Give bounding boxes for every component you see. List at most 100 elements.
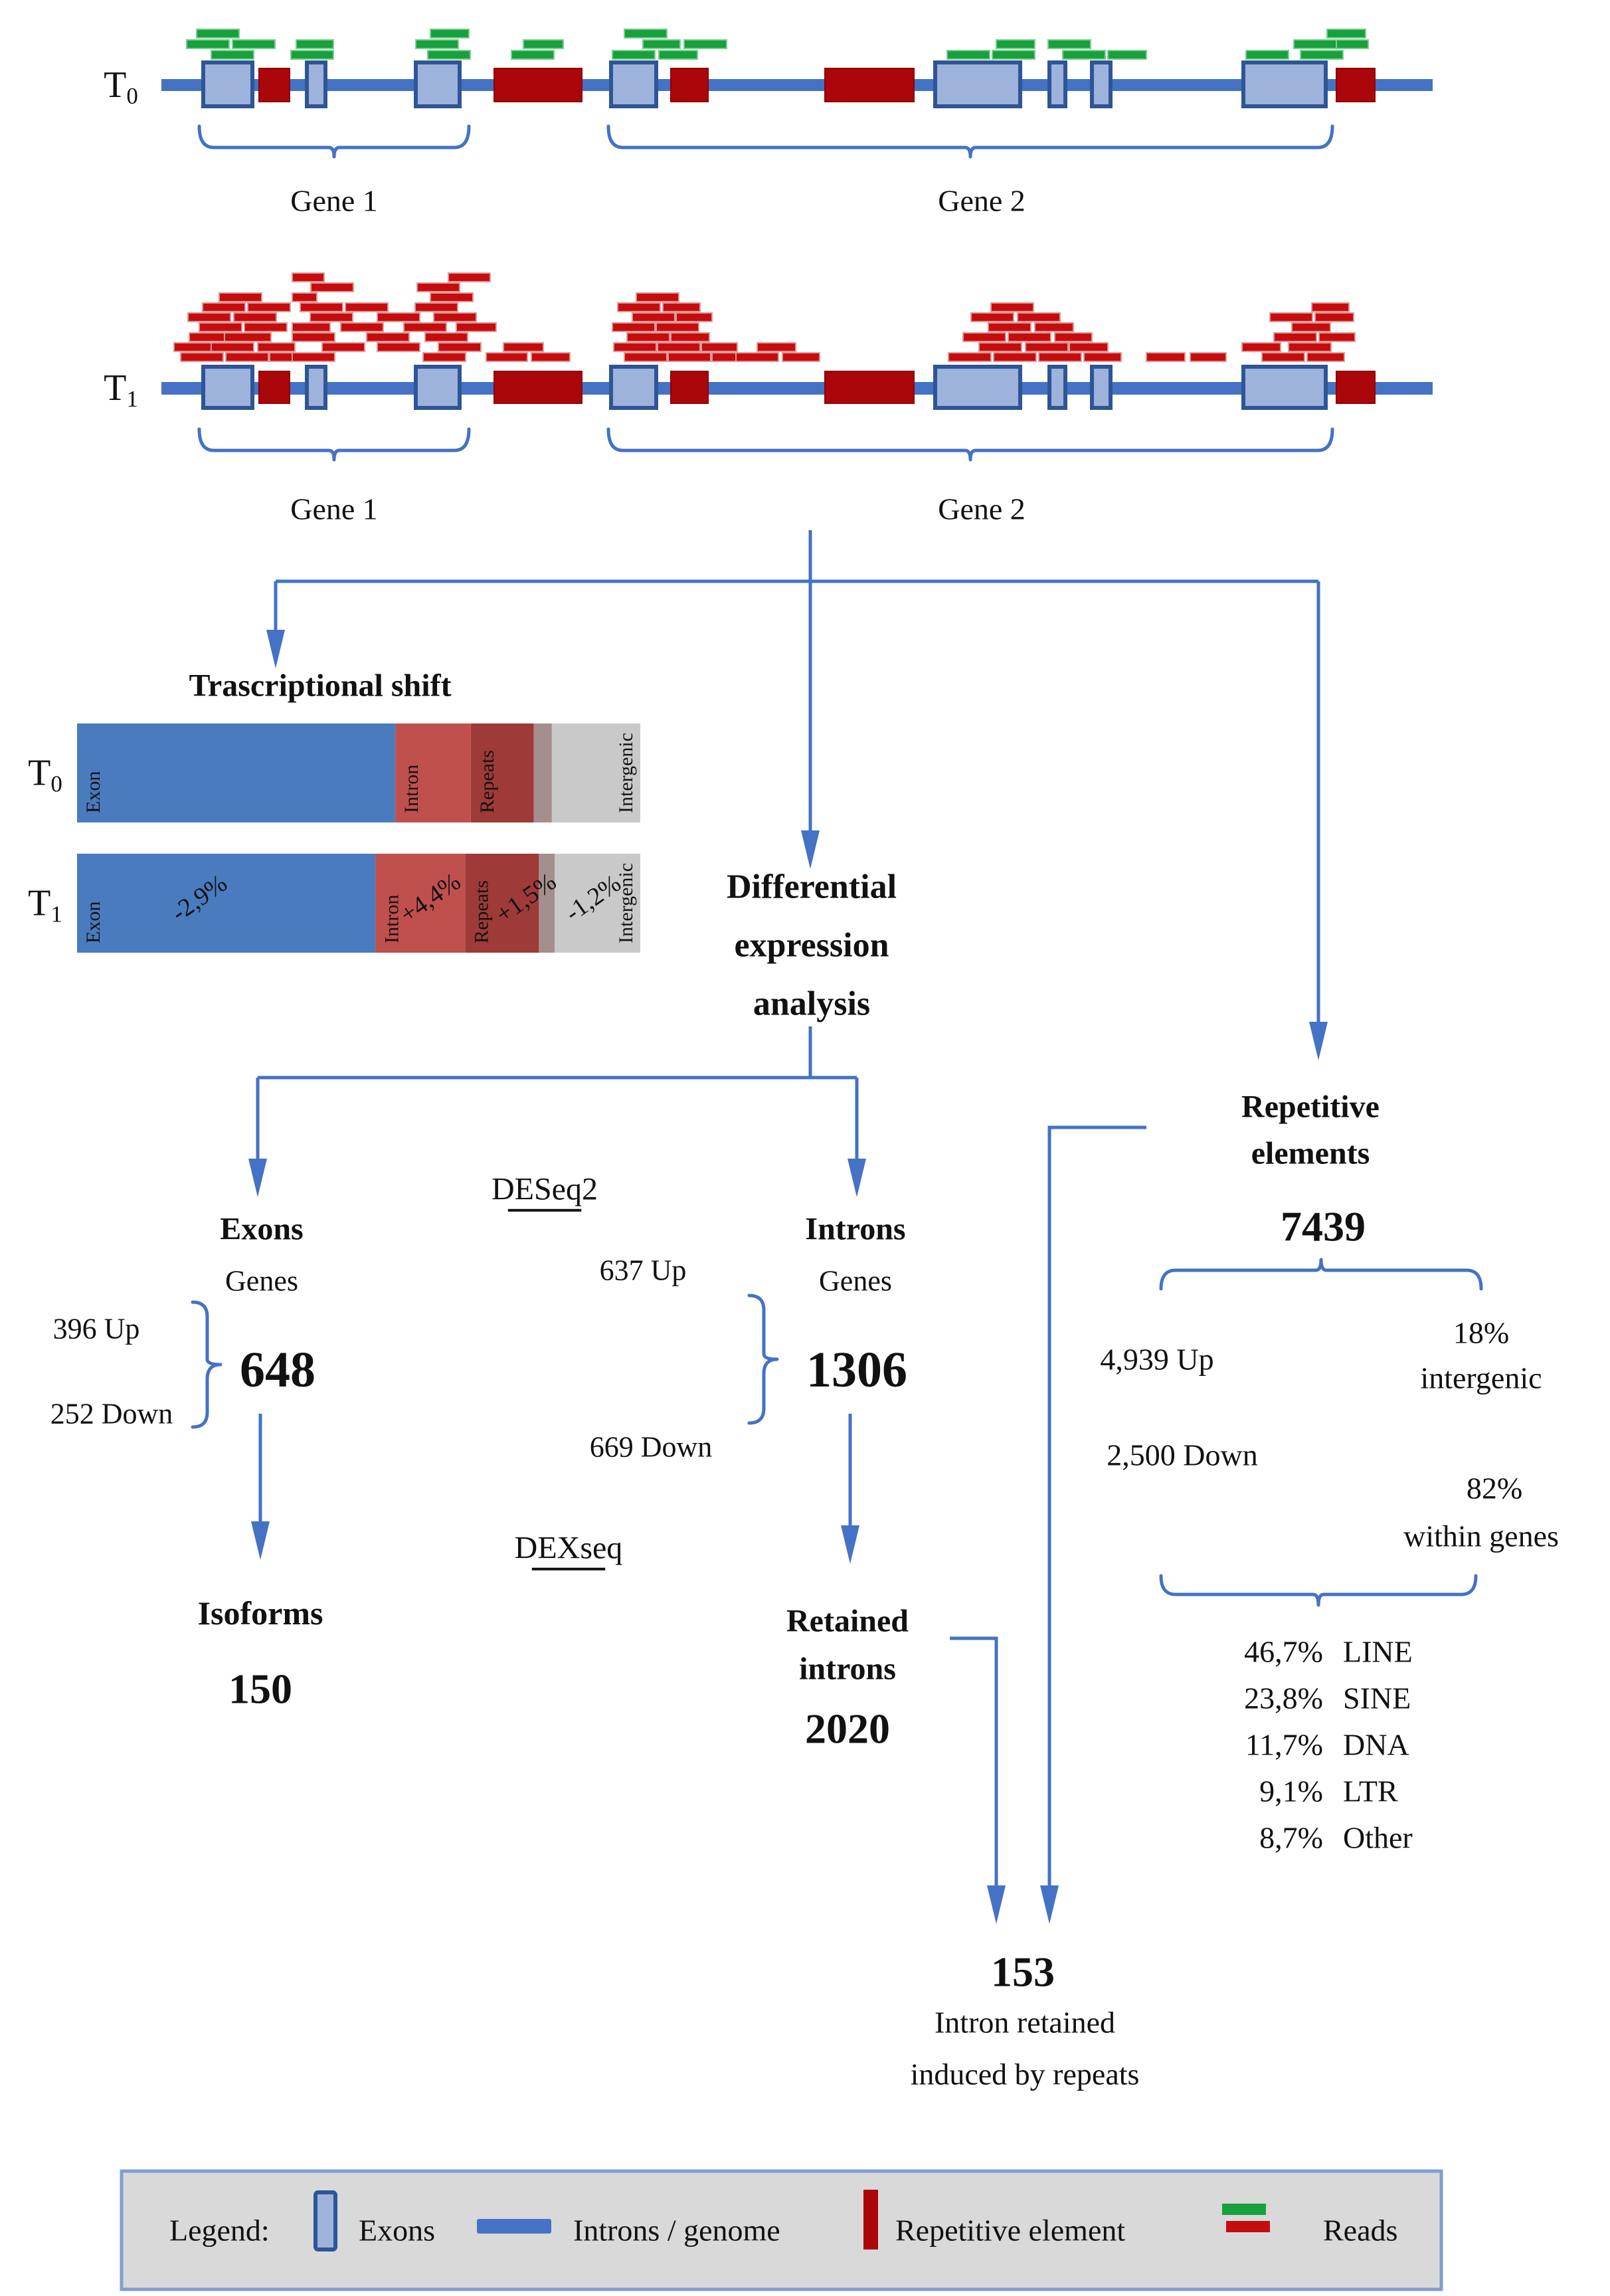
read (1336, 39, 1369, 49)
read (992, 50, 1035, 60)
pct-intergenic-2: intergenic (1420, 1361, 1542, 1395)
bar-segment (77, 854, 376, 953)
repeat-class-name: LINE (1343, 1635, 1413, 1669)
result-count: 153 (991, 1949, 1055, 1996)
read (624, 29, 668, 39)
read (735, 352, 779, 362)
dea-line-3: analysis (753, 985, 870, 1023)
exon (201, 60, 254, 108)
read (211, 342, 254, 352)
track-t1 (161, 272, 1433, 462)
read (310, 282, 354, 292)
flow-line (950, 1636, 998, 1885)
repetitive-element (258, 68, 290, 102)
read (1025, 342, 1069, 352)
arrowhead (987, 1885, 1006, 1924)
isoforms-title: Isoforms (198, 1594, 323, 1632)
gene-label: Gene 2 (938, 492, 1026, 526)
introns-genes: Genes (819, 1265, 892, 1297)
brace-exons-genes (191, 1300, 223, 1429)
read (757, 342, 796, 352)
read (416, 282, 460, 292)
read (415, 39, 459, 49)
exon (414, 60, 462, 108)
track-label-t0: T0 (104, 64, 138, 109)
read (257, 342, 296, 352)
read (1326, 29, 1366, 39)
pct-intergenic-1: 18% (1453, 1316, 1509, 1350)
read (1273, 332, 1317, 342)
read (292, 272, 325, 282)
legend-item-label: Exons (359, 2214, 435, 2248)
read (675, 312, 713, 322)
read (1008, 332, 1051, 342)
read (658, 50, 698, 60)
repetitive-line-1: Repetitive (1241, 1090, 1380, 1125)
to-differential-expression (801, 581, 820, 869)
read (292, 332, 335, 342)
exon (1241, 60, 1328, 108)
repeat-class-name: SINE (1343, 1681, 1411, 1715)
gene-label: Gene 1 (290, 492, 378, 526)
repetitive-element (493, 68, 582, 102)
read (668, 352, 711, 362)
read (993, 352, 1037, 362)
repeats-down: 2,500 Down (1107, 1438, 1257, 1472)
read (683, 39, 727, 49)
read (1311, 302, 1350, 312)
genome-line (161, 382, 1433, 395)
read (612, 322, 656, 332)
exon (1047, 60, 1067, 108)
bar-segment (555, 854, 640, 953)
repetitive-element (670, 371, 709, 404)
exons-down: 252 Down (50, 1398, 173, 1430)
read (486, 352, 528, 362)
read (377, 342, 420, 352)
repetitive-count: 7439 (1281, 1203, 1366, 1250)
bar-segment-label: Intron (401, 765, 422, 813)
legend-box (120, 2169, 1443, 2291)
read (433, 312, 477, 322)
exon (1047, 365, 1067, 410)
to-transcriptional-shift (266, 581, 285, 668)
bar-segment-label: Intergenic (615, 733, 637, 813)
arrowhead (1040, 1885, 1059, 1924)
bar-segment (465, 854, 539, 953)
genome-line (161, 79, 1433, 91)
bar-segment (395, 723, 471, 822)
read (377, 312, 420, 322)
read (211, 50, 254, 60)
read (1146, 352, 1186, 362)
repeat-class-name: DNA (1343, 1728, 1409, 1762)
read (225, 352, 269, 362)
exons-genes: Genes (225, 1265, 298, 1297)
read (292, 292, 317, 302)
read (340, 322, 384, 332)
read (962, 332, 1006, 342)
read (1291, 322, 1331, 332)
repeat-class-pct: 23,8% (1244, 1681, 1323, 1715)
retained-line-1: Retained (786, 1604, 909, 1639)
repetitive-to-153 (1040, 1125, 1146, 1924)
read (247, 302, 291, 312)
result-line-2: induced by repeats (911, 2057, 1140, 2091)
read (1306, 352, 1345, 362)
bar-segment (77, 723, 396, 822)
bar-segment (375, 854, 466, 953)
read (1241, 342, 1281, 352)
isoforms-count: 150 (228, 1666, 292, 1713)
read (290, 50, 334, 60)
read (233, 312, 277, 322)
intron-genome-legend-icon (477, 2219, 551, 2234)
repeat-class-pct: 11,7% (1245, 1728, 1323, 1762)
track-label-t1: T1 (104, 367, 138, 412)
read (503, 342, 544, 352)
arrowhead (1309, 1022, 1328, 1060)
exon (305, 60, 327, 108)
bar-segment-label: Repeats (476, 750, 498, 813)
pct-within-1: 82% (1467, 1472, 1522, 1505)
brace-within-genes (1159, 1574, 1478, 1607)
legend (120, 2169, 1443, 2291)
read (511, 50, 555, 60)
